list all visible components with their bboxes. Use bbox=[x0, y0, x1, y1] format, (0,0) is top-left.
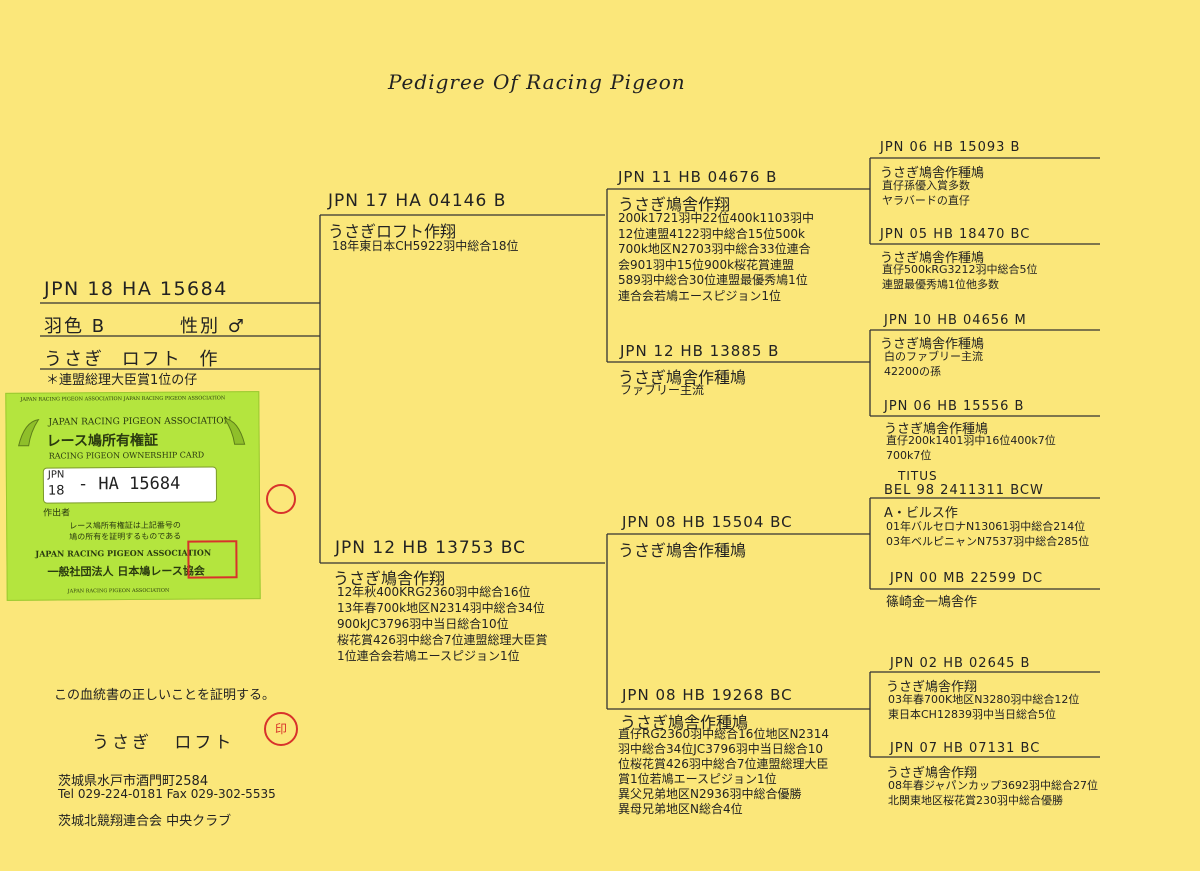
gp-5-name: A・ビルス作 bbox=[884, 506, 958, 521]
gp-4-ring: JPN 06 HB 15556 B bbox=[884, 399, 1025, 414]
dove-icon bbox=[18, 418, 40, 447]
subject-note: ＊連盟総理大臣賞1位の仔 bbox=[46, 373, 198, 388]
gp-2-name: うさぎ鳩舎作種鳩 bbox=[880, 251, 985, 266]
dd-name: うさぎ鳩舎作種鳩 bbox=[620, 713, 749, 732]
sd-note: ファブリー主流 bbox=[620, 383, 705, 397]
sire-ring: JPN 17 HA 04146 B bbox=[328, 191, 507, 211]
gp-2-notes: 直仔500kRG3212羽中総合5位連盟最優秀鳩1位他多数 bbox=[882, 263, 1038, 291]
subject-color: 羽色 B bbox=[44, 316, 107, 337]
card-desc2: 鳩の所有を証明するものである bbox=[69, 531, 182, 542]
gp-5-extra: TITUS bbox=[898, 469, 938, 483]
card-bottom-border: JAPAN RACING PIGEON ASSOCIATION bbox=[67, 587, 170, 595]
sd-name: うさぎ鳩舎作種鳩 bbox=[618, 368, 747, 387]
card-owner-label: 作出者 bbox=[43, 508, 71, 519]
gp-7-name: うさぎ鳩舎作翔 bbox=[886, 680, 978, 695]
gp-8-notes: 08年春ジャパンカップ3692羽中総合27位北関東地区桜花賞230羽中総合優勝 bbox=[888, 779, 1098, 807]
gp-1: JPN 06 HB 15093 B bbox=[880, 140, 1021, 155]
card-desc1: レース鳩所有権証は上記番号の bbox=[69, 520, 181, 531]
page-title: Pedigree Of Racing Pigeon bbox=[388, 70, 686, 94]
gp-7-notes: 03年春700K地区N3280羽中総合12位東日本CH12839羽中当日総合5位 bbox=[888, 693, 1080, 721]
card-number: - HA 15684 bbox=[77, 473, 181, 495]
dd-ring: JPN 08 HB 19268 BC bbox=[622, 686, 793, 704]
dam-name: うさぎ鳩舎作翔 bbox=[333, 569, 446, 588]
card-assoc: JAPAN RACING PIGEON ASSOCIATION bbox=[48, 416, 232, 428]
subject-sex: 性別 ♂ bbox=[180, 316, 246, 337]
club-name: 茨城北競翔連合会 中央クラブ bbox=[58, 814, 232, 829]
subject-owner: うさぎ ロフト 作 bbox=[44, 349, 220, 370]
card-jpn: JPN bbox=[47, 469, 65, 481]
card-title-en: RACING PIGEON OWNERSHIP CARD bbox=[48, 450, 205, 461]
loft-seal: 印 bbox=[264, 712, 298, 746]
seal-stamp bbox=[266, 484, 296, 514]
card-ring-box: JPN 18 - HA 15684 bbox=[42, 466, 218, 504]
card-year: 18 bbox=[47, 483, 65, 499]
gp-8-ring: JPN 07 HB 07131 BC bbox=[890, 741, 1041, 756]
ownership-card: JAPAN RACING PIGEON ASSOCIATION JAPAN RA… bbox=[5, 391, 261, 601]
gp-1-notes: 直仔孫優入賞多数ヤラバードの直仔 bbox=[882, 179, 970, 207]
gp-8-name: うさぎ鳩舎作翔 bbox=[886, 766, 978, 781]
dove-icon-right bbox=[223, 417, 246, 445]
card-top-border: JAPAN RACING PIGEON ASSOCIATION JAPAN RA… bbox=[20, 395, 226, 403]
card-assoc-en: JAPAN RACING PIGEON ASSOCIATION bbox=[35, 547, 212, 559]
gp-3-ring: JPN 10 HB 04656 M bbox=[884, 313, 1027, 328]
sire-name: うさぎロフト作翔 bbox=[328, 222, 457, 241]
card-title-jp: レース鳩所有権証 bbox=[46, 432, 158, 450]
sd-ring: JPN 12 HB 13885 B bbox=[620, 342, 780, 360]
ss-name: うさぎ鳩舎作翔 bbox=[618, 195, 731, 214]
gp-7-ring: JPN 02 HB 02645 B bbox=[890, 656, 1031, 671]
gp-6-name: 篠崎金一鳩舎作 bbox=[886, 595, 978, 610]
ss-ring: JPN 11 HB 04676 B bbox=[618, 168, 778, 186]
address: 茨城県水戸市酒門町2584 bbox=[58, 774, 209, 789]
certify-text: この血統書の正しいことを証明する。 bbox=[54, 688, 276, 703]
ds-ring: JPN 08 HB 15504 BC bbox=[622, 513, 793, 531]
telephone: Tel 029-224-0181 Fax 029-302-5535 bbox=[58, 787, 276, 801]
gp-6-ring: JPN 00 MB 22599 DC bbox=[890, 571, 1044, 586]
gp-1-name: うさぎ鳩舎作種鳩 bbox=[880, 166, 985, 181]
dam-ring: JPN 12 HB 13753 BC bbox=[335, 538, 526, 558]
gp-5-ring: BEL 98 2411311 BCW bbox=[884, 483, 1044, 498]
gp-2-ring: JPN 05 HB 18470 BC bbox=[880, 227, 1031, 242]
card-assoc-jp: 一般社団法人 日本鳩レース協会 bbox=[47, 564, 205, 579]
card-stamp bbox=[187, 540, 238, 579]
gp-4-name: うさぎ鳩舎作種鳩 bbox=[884, 422, 989, 437]
loft-name: うさぎ ロフト bbox=[92, 733, 235, 753]
gp-3-name: うさぎ鳩舎作種鳩 bbox=[880, 337, 985, 352]
sire-note: 18年東日本CH5922羽中総合18位 bbox=[332, 239, 519, 253]
ds-name: うさぎ鳩舎作種鳩 bbox=[618, 541, 747, 560]
subject-ring: JPN 18 HA 15684 bbox=[44, 278, 228, 300]
